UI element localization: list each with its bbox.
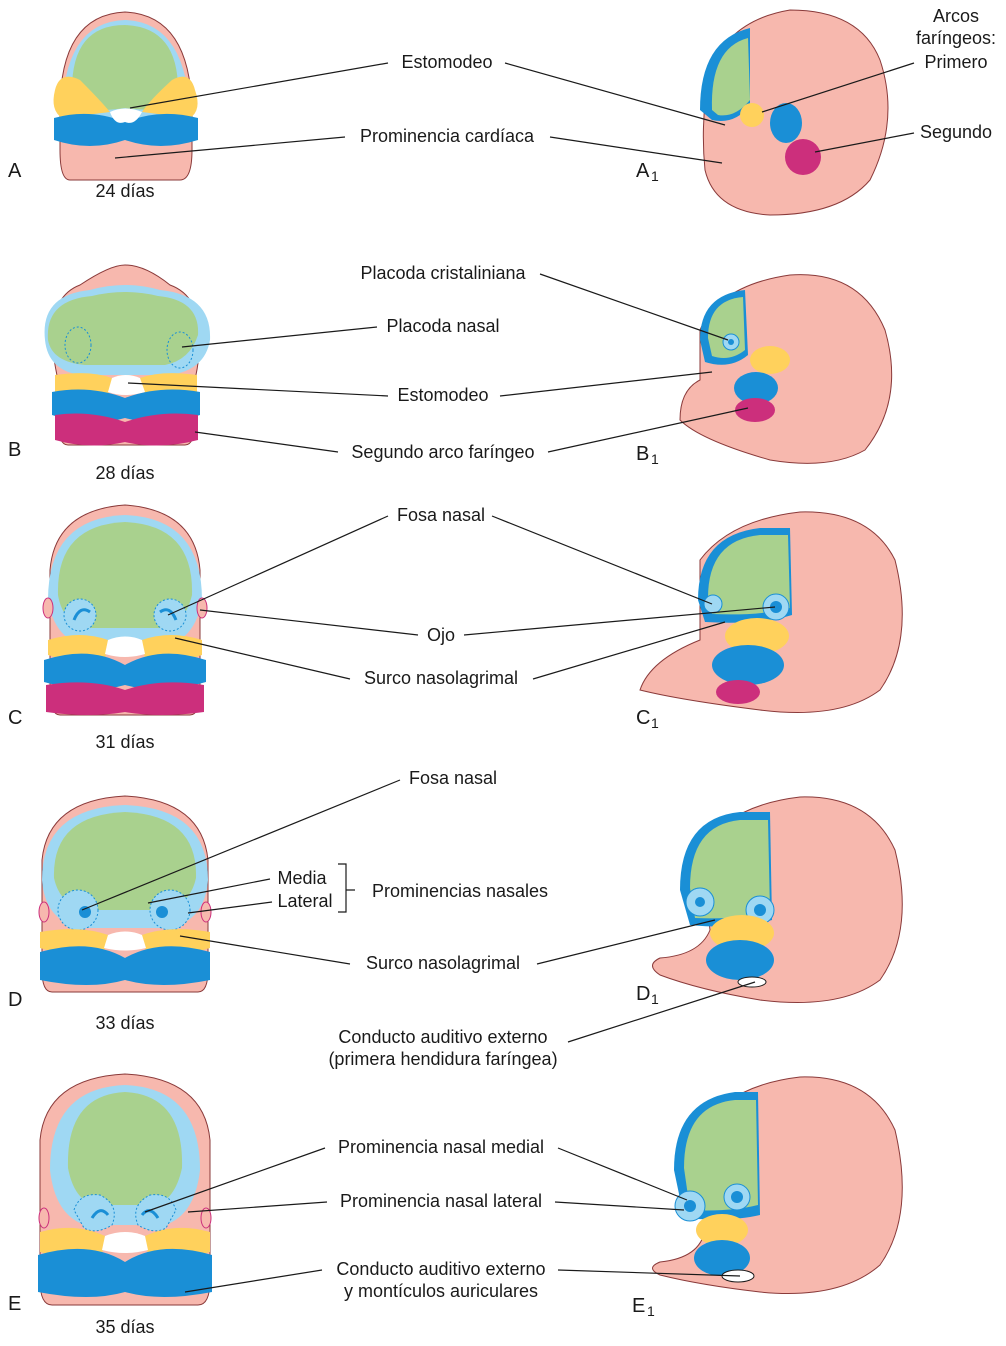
age-label-d: 33 días xyxy=(95,1013,154,1033)
panel-label-c1: C xyxy=(636,707,650,729)
label-conducto-auditivo-e: Conducto auditivo externo xyxy=(336,1259,545,1279)
row-e: E 35 días E 1 Prominencia nasal medial P… xyxy=(8,1074,902,1337)
label-segundo-arco: Segundo arco faríngeo xyxy=(351,442,534,462)
label-primero: Primero xyxy=(924,52,987,72)
leaders-b xyxy=(128,274,748,452)
panel-sub-b1: 1 xyxy=(651,451,659,467)
label-primera-hendidura: (primera hendidura faríngea) xyxy=(328,1049,557,1069)
panel-label-e1: E xyxy=(632,1295,645,1317)
label-fosa-nasal-c: Fosa nasal xyxy=(397,505,485,525)
label-segundo: Segundo xyxy=(920,122,992,142)
bracket-prominencias xyxy=(338,864,355,912)
side-view-c1: C 1 xyxy=(636,512,902,731)
front-view-e: E 35 días xyxy=(8,1074,212,1337)
panel-sub-c1: 1 xyxy=(651,715,659,731)
panel-sub-d1: 1 xyxy=(651,991,659,1007)
label-surco-nasolagrimal-d: Surco nasolagrimal xyxy=(366,953,520,973)
row-d: D 33 días D 1 Fosa nasal Media Lateral P… xyxy=(8,768,902,1069)
panel-label-d: D xyxy=(8,989,22,1011)
front-view-a: A 24 días xyxy=(8,12,198,201)
panel-label-b: B xyxy=(8,439,21,461)
first-arch-maxillary-a1 xyxy=(740,103,764,127)
stomodeum-d xyxy=(104,932,146,951)
age-label-a: 24 días xyxy=(95,181,154,201)
stomodeum-e xyxy=(102,1232,148,1253)
label-monticulos-auriculares: y montículos auriculares xyxy=(344,1281,538,1301)
nasal-pit-e1 xyxy=(684,1200,696,1212)
eye-d1 xyxy=(754,904,766,916)
label-lateral: Lateral xyxy=(277,891,332,911)
label-placoda-nasal: Placoda nasal xyxy=(386,316,499,336)
front-view-b: B 28 días xyxy=(8,265,210,483)
frontonasal-prominence-e xyxy=(68,1092,182,1205)
label-faringeos: faríngeos: xyxy=(916,28,996,48)
panel-label-e: E xyxy=(8,1293,21,1315)
nasal-pit-d-right xyxy=(156,906,168,918)
side-view-a1: A 1 xyxy=(636,10,888,215)
frontonasal-prominence-b xyxy=(48,292,198,365)
age-label-e: 35 días xyxy=(95,1317,154,1337)
side-view-d1: D 1 xyxy=(636,797,902,1007)
label-estomodeo-b: Estomodeo xyxy=(397,385,488,405)
label-surco-nasolagrimal-c: Surco nasolagrimal xyxy=(364,668,518,688)
stomodeum-b xyxy=(108,375,145,395)
row-c: C 31 días C 1 Fosa nasal Ojo Surco nasol… xyxy=(8,505,902,752)
row-a: A 24 días A 1 Estomodeo Prominencia card… xyxy=(8,6,996,215)
second-arch-a1 xyxy=(785,139,821,175)
panel-label-a: A xyxy=(8,160,22,182)
label-estomodeo-a: Estomodeo xyxy=(401,52,492,72)
label-prominencia-cardiaca: Prominencia cardíaca xyxy=(360,126,535,146)
front-view-c: C 31 días xyxy=(8,505,207,752)
side-view-b1: B 1 xyxy=(636,275,892,467)
stomodeum-c xyxy=(105,637,145,658)
label-conducto-auditivo-d: Conducto auditivo externo xyxy=(338,1027,547,1047)
label-prominencia-nasal-lateral: Prominencia nasal lateral xyxy=(340,1191,542,1211)
front-view-d: D 33 días xyxy=(8,796,211,1033)
panel-sub-a1: 1 xyxy=(651,168,659,184)
first-arch-a1 xyxy=(770,103,802,143)
lens-placode-b1 xyxy=(728,339,734,345)
eye-e1 xyxy=(731,1191,743,1203)
side-view-e1: E 1 xyxy=(632,1077,902,1319)
age-label-c: 31 días xyxy=(95,732,154,752)
age-label-b: 28 días xyxy=(95,463,154,483)
label-prominencia-nasal-medial: Prominencia nasal medial xyxy=(338,1137,544,1157)
panel-label-c: C xyxy=(8,707,22,729)
label-ojo: Ojo xyxy=(427,625,455,645)
label-placoda-cristaliniana: Placoda cristaliniana xyxy=(360,263,526,283)
label-prominencias-nasales: Prominencias nasales xyxy=(372,881,548,901)
panel-label-d1: D xyxy=(636,983,650,1005)
label-arcos: Arcos xyxy=(933,6,979,26)
label-media: Media xyxy=(277,868,327,888)
panel-label-a1: A xyxy=(636,160,650,182)
label-fosa-nasal-d: Fosa nasal xyxy=(409,768,497,788)
panel-label-b1: B xyxy=(636,443,649,465)
row-b: B 28 días B 1 Placoda cristaliniana Plac… xyxy=(8,263,892,483)
nasal-pit-d-left xyxy=(79,906,91,918)
panel-sub-e1: 1 xyxy=(647,1303,655,1319)
nasal-pit-c1 xyxy=(704,595,722,613)
nasal-pit-d1 xyxy=(695,897,705,907)
